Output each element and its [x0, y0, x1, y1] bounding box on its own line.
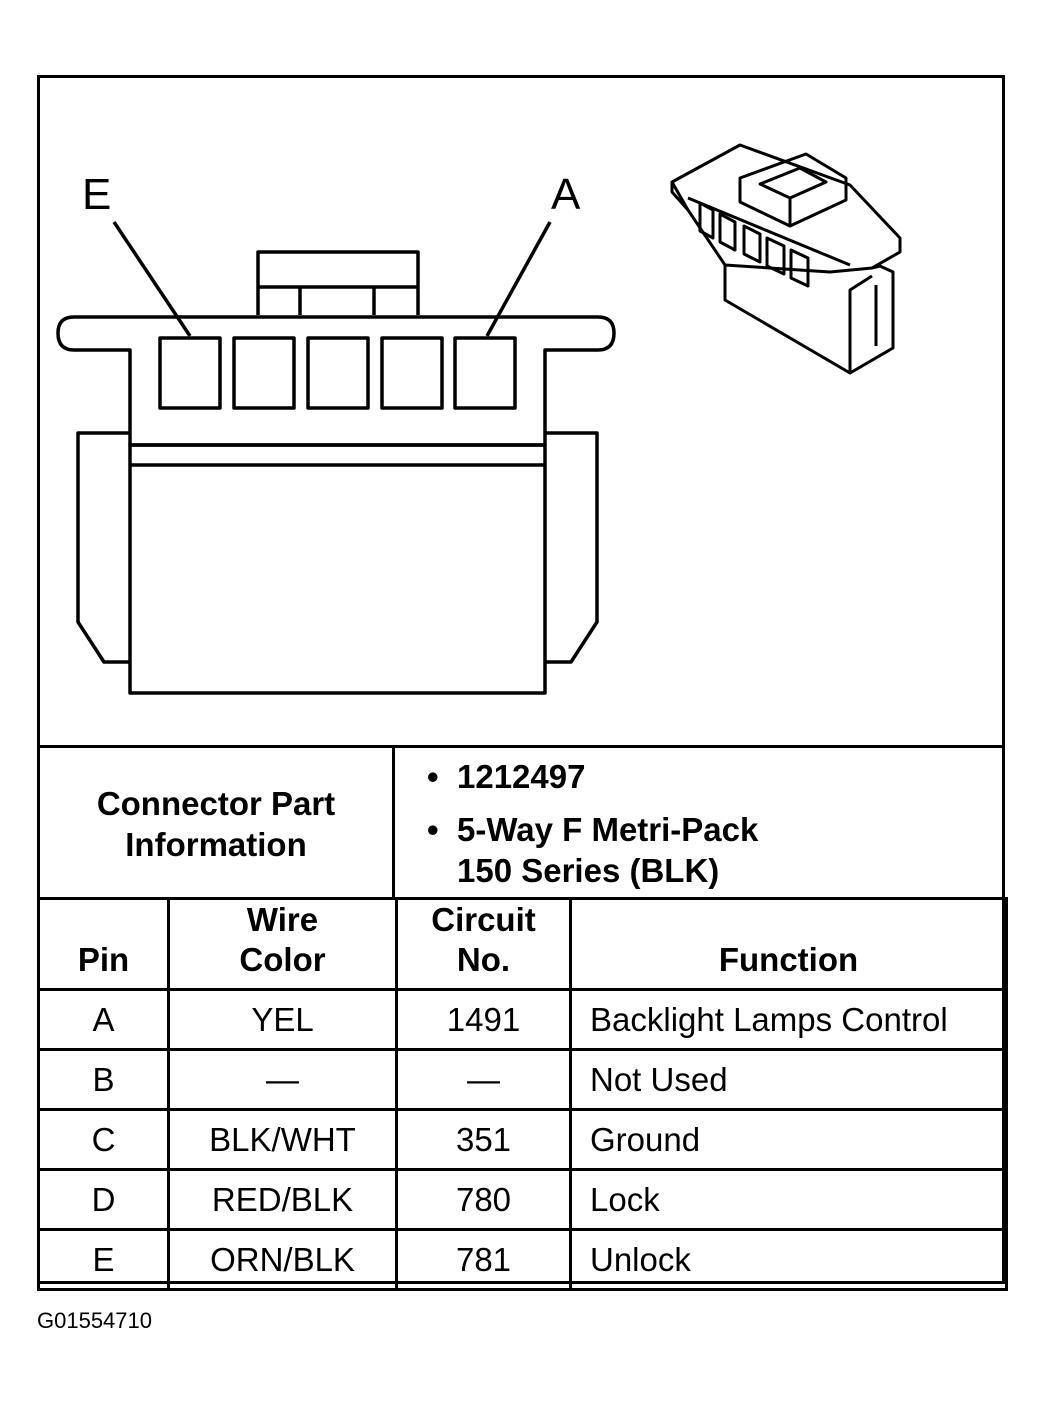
- table-row: C BLK/WHT 351 Ground: [37, 1108, 1008, 1171]
- cell-function: Lock: [569, 1168, 1008, 1231]
- part-info-label-line2: Information: [125, 825, 307, 863]
- connector-illustration: [56, 143, 902, 695]
- description-line2: 150 Series (BLK): [457, 852, 719, 890]
- cell-circuit: —: [395, 1048, 572, 1111]
- pin-cavity-a: [453, 336, 517, 410]
- part-number: 1212497: [457, 758, 586, 795]
- cell-function: Not Used: [569, 1048, 1008, 1111]
- cell-circuit: 781: [395, 1228, 572, 1291]
- pin-label-e: E: [82, 170, 112, 219]
- cell-pin: A: [37, 988, 170, 1051]
- cell-pin: C: [37, 1108, 170, 1171]
- bullet-icon: •: [427, 811, 439, 848]
- table-row: E ORN/BLK 781 Unlock: [37, 1228, 1008, 1291]
- part-description-2: 150 Series (BLK): [457, 852, 720, 889]
- cell-function: Unlock: [569, 1228, 1008, 1291]
- info-divider: [392, 748, 395, 899]
- pin-cavity-b: [380, 336, 444, 410]
- header-function: Function: [569, 897, 1008, 991]
- table-row: D RED/BLK 780 Lock: [37, 1168, 1008, 1231]
- cell-pin: D: [37, 1168, 170, 1231]
- cell-pin: E: [37, 1228, 170, 1291]
- cell-function: Ground: [569, 1108, 1008, 1171]
- part-description-1: 5-Way F Metri-Pack: [457, 811, 759, 848]
- header-wire-color: Wire Color: [167, 897, 398, 991]
- pin-table: Pin Wire Color Circuit No. Function A YE…: [37, 897, 1008, 1291]
- part-info-values: • 1212497 • 5-Way F Metri-Pack 150 Serie…: [395, 748, 1005, 899]
- header-pin: Pin: [37, 897, 170, 991]
- description-line1: • 5-Way F Metri-Pack: [427, 811, 759, 849]
- header-circuit-no: Circuit No.: [395, 897, 572, 991]
- cell-wire-color: BLK/WHT: [167, 1108, 398, 1171]
- leader-line-a: [485, 221, 552, 337]
- cell-wire-color: ORN/BLK: [167, 1228, 398, 1291]
- table-row: B — — Not Used: [37, 1048, 1008, 1111]
- cell-circuit: 780: [395, 1168, 572, 1231]
- connector-part-info: Connector Part Information • 1212497 • 5…: [37, 745, 1005, 899]
- cell-circuit: 1491: [395, 988, 572, 1051]
- bullet-icon: •: [427, 758, 439, 795]
- figure-id: G01554710: [37, 1308, 152, 1333]
- cell-circuit: 351: [395, 1108, 572, 1171]
- table-row: A YEL 1491 Backlight Lamps Control: [37, 988, 1008, 1051]
- part-info-label: Connector Part Information: [37, 748, 395, 899]
- cell-wire-color: —: [167, 1048, 398, 1111]
- pin-cavity-c: [306, 336, 370, 410]
- part-number-line: • 1212497: [427, 758, 586, 796]
- connector-front-view: [56, 221, 616, 695]
- cell-wire-color: RED/BLK: [167, 1168, 398, 1231]
- connector-iso-view: [670, 143, 902, 375]
- cell-pin: B: [37, 1048, 170, 1111]
- cell-wire-color: YEL: [167, 988, 398, 1051]
- part-info-label-line1: Connector Part: [96, 784, 336, 822]
- cell-function: Backlight Lamps Control: [569, 988, 1008, 1051]
- pin-cavity-d: [232, 336, 296, 410]
- leader-line-e: [112, 221, 192, 337]
- pin-label-a: A: [551, 170, 581, 219]
- table-header-row: Pin Wire Color Circuit No. Function: [37, 897, 1008, 991]
- pin-cavity-e: [158, 336, 222, 410]
